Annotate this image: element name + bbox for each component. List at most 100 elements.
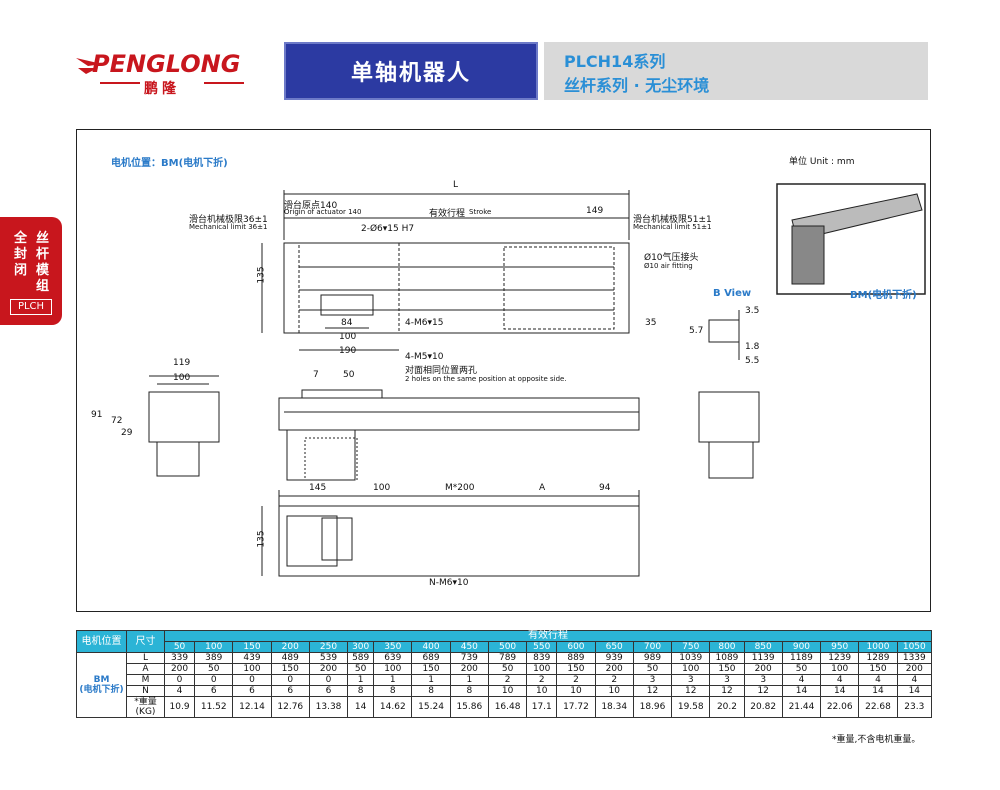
table-cell: 14: [896, 685, 933, 697]
side-tab-col2: 全封闭: [14, 231, 28, 278]
dim-mech-left: 滑台机械极限36±1: [189, 215, 268, 225]
table-cell: 4: [896, 674, 933, 686]
dim-stroke: 有效行程: [429, 209, 466, 219]
table-cell: 100: [671, 663, 711, 675]
logo-divider: [204, 82, 244, 84]
dim-100c: 100: [373, 483, 391, 493]
series-desc: 丝杆系列 · 无尘环境: [564, 76, 710, 95]
table-cell: 15.24: [411, 696, 451, 718]
dim-3-5: 3.5: [745, 306, 760, 316]
table-cell: 100: [373, 663, 413, 675]
table-cell: 12: [632, 685, 673, 697]
table-cell: 14.62: [373, 696, 413, 718]
table-cell: 17.1: [526, 696, 558, 718]
row-label: N: [126, 685, 165, 697]
row-label: *重量(KG): [126, 696, 165, 718]
table-cell: 1189: [781, 652, 822, 664]
side-category-tab[interactable]: 丝杆模组 全封闭 PLCH: [0, 217, 62, 325]
table-cell: 200: [743, 663, 783, 675]
row-label: A: [126, 663, 165, 675]
stroke-cell: 700: [632, 641, 673, 653]
table-cell: 3: [709, 674, 745, 686]
table-cell: 15.86: [449, 696, 489, 718]
header-motor-position: 电机位置: [76, 630, 127, 653]
table-cell: 13.38: [308, 696, 349, 718]
table-cell: 10: [526, 685, 558, 697]
table-cell: 0: [232, 674, 272, 686]
table-cell: 12: [709, 685, 745, 697]
table-cell: 2: [556, 674, 596, 686]
motor-position-label: 电机位置：BM(电机下折): [111, 158, 228, 169]
table-cell: 4: [163, 685, 196, 697]
table-cell: 6: [194, 685, 234, 697]
table-cell: 22.06: [820, 696, 860, 718]
dim-145: 145: [309, 483, 327, 493]
dim-7: 7: [313, 370, 319, 380]
drawing-lines: [148, 183, 926, 577]
dim-l: L: [453, 180, 459, 190]
row-label: L: [126, 652, 165, 664]
dim-nm6: N-M6▾10: [429, 578, 469, 588]
table-cell: 6: [232, 685, 272, 697]
table-cell: 4: [858, 674, 898, 686]
dim-mech-left-en: Mechanical limit 36±1: [189, 223, 268, 231]
table-cell: 0: [308, 674, 349, 686]
side-tab-code: PLCH: [10, 299, 52, 315]
table-cell: 150: [411, 663, 451, 675]
unit-label: 单位 Unit : mm: [789, 157, 855, 167]
table-cell: 2: [594, 674, 634, 686]
table-cell: 12.76: [270, 696, 310, 718]
table-cell: 18.96: [632, 696, 673, 718]
table-cell: 150: [709, 663, 745, 675]
dim-a: A: [539, 483, 546, 493]
table-cell: 989: [632, 652, 673, 664]
table-cell: 0: [194, 674, 234, 686]
dim-m5: 4-M5▾10: [405, 352, 444, 362]
page-title-box: 单轴机器人: [284, 42, 538, 100]
stroke-cell: 400: [411, 641, 451, 653]
dim-mech-right-en: Mechanical limit 51±1: [633, 223, 712, 231]
stroke-cell: 900: [781, 641, 822, 653]
table-cell: 21.44: [781, 696, 822, 718]
table-cell: 19.58: [671, 696, 711, 718]
table-cell: 1: [411, 674, 451, 686]
table-cell: 12.14: [232, 696, 272, 718]
dim-origin-en: Origin of actuator 140: [284, 208, 362, 216]
table-cell: 939: [594, 652, 634, 664]
table-cell: 739: [449, 652, 489, 664]
dim-29: 29: [121, 428, 133, 438]
table-cell: 439: [232, 652, 272, 664]
series-box: PLCH14系列 丝杆系列 · 无尘环境: [544, 42, 928, 100]
table-cell: 10: [556, 685, 596, 697]
dim-91: 91: [91, 410, 103, 420]
dim-119: 119: [173, 358, 191, 368]
table-cell: 639: [373, 652, 413, 664]
table-cell: 14: [858, 685, 898, 697]
table-cell: 50: [347, 663, 375, 675]
table-cell: 6: [270, 685, 310, 697]
table-cell: 1289: [858, 652, 898, 664]
table-cell: 2: [487, 674, 528, 686]
stroke-cell: 550: [526, 641, 558, 653]
table-cell: 2: [526, 674, 558, 686]
table-cell: 1239: [820, 652, 860, 664]
wing-icon: [76, 58, 102, 74]
dim-135: 135: [256, 266, 267, 284]
table-cell: 0: [270, 674, 310, 686]
page-title: 单轴机器人: [350, 61, 471, 86]
table-cell: 1089: [709, 652, 745, 664]
table-header-row: 电机位置尺寸有效行程: [76, 630, 932, 653]
dim-100: 100: [339, 332, 357, 342]
table-cell: 150: [556, 663, 596, 675]
dim-hole-d6: 2-Ø6▾15 H7: [361, 224, 415, 234]
table-cell: 12: [671, 685, 711, 697]
dim-mech-right: 滑台机械极限51±1: [633, 215, 712, 225]
logo-text: PENGLONG: [92, 50, 241, 78]
table-cell: 200: [308, 663, 349, 675]
stroke-cell: 1000: [858, 641, 898, 653]
